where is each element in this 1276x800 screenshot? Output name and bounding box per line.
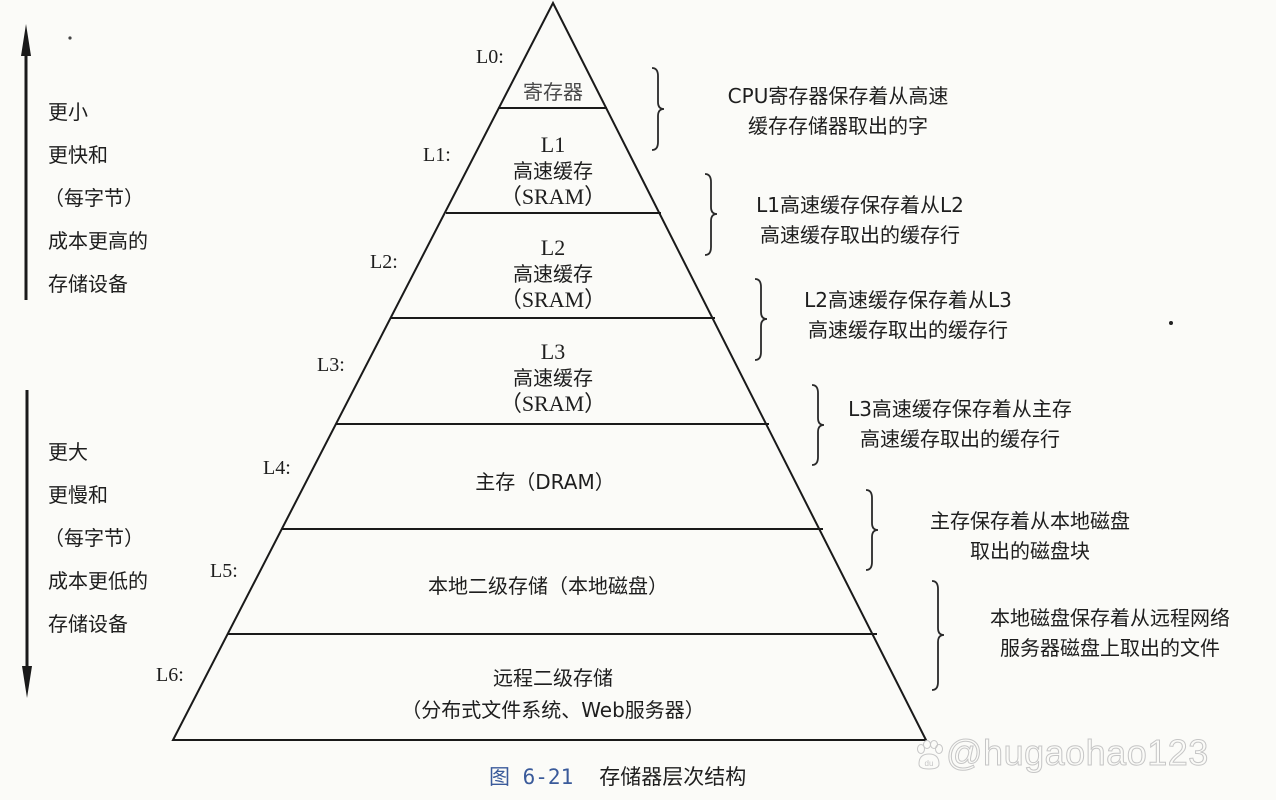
level-label-l3: L3: bbox=[317, 354, 345, 376]
band-line: （SRAM） bbox=[499, 184, 607, 209]
lower-side-line: 成本更低的 bbox=[48, 569, 148, 593]
band-l2-cache: L2 高速缓存 （SRAM） bbox=[500, 235, 606, 313]
band-l3-cache: L3 高速缓存 （SRAM） bbox=[500, 339, 606, 417]
desc-line: 高速缓存取出的缓存行 bbox=[759, 223, 960, 247]
desc-line: 服务器磁盘上取出的文件 bbox=[1000, 636, 1220, 660]
desc-line: 主存保存着从本地磁盘 bbox=[930, 509, 1130, 533]
level-label-l2: L2: bbox=[370, 251, 398, 273]
down-arrow-icon bbox=[22, 390, 32, 698]
desc-l5: 本地磁盘保存着从远程网络 服务器磁盘上取出的文件 bbox=[990, 603, 1230, 663]
band-l5-local-disk: 本地二级存储（本地磁盘） bbox=[428, 573, 668, 599]
band-line: 主存（DRAM） bbox=[475, 470, 615, 494]
up-arrow-icon bbox=[21, 24, 31, 300]
brace-icon bbox=[651, 67, 665, 151]
brace-icon bbox=[754, 278, 768, 361]
pyramid bbox=[171, 0, 928, 741]
brace-icon bbox=[811, 384, 825, 466]
upper-side-line: 存储设备 bbox=[48, 272, 128, 296]
desc-l0: CPU寄存器保存着从高速 缓存存储器取出的字 bbox=[728, 81, 949, 141]
upper-side-label: 更小 更快和 （每字节） 成本更高的 存储设备 bbox=[44, 91, 148, 306]
band-line: （SRAM） bbox=[499, 287, 607, 312]
lower-side-line: （每字节） bbox=[44, 526, 144, 550]
watermark-badge: du bbox=[925, 759, 934, 768]
level-label-l1: L1: bbox=[423, 144, 451, 166]
band-line: （分布式文件系统、Web服务器） bbox=[401, 698, 705, 722]
upper-side-line: 成本更高的 bbox=[48, 229, 148, 253]
desc-line: L2高速缓存保存着从L3 bbox=[804, 288, 1012, 312]
band-line: 高速缓存 bbox=[512, 366, 593, 390]
lower-side-label: 更大 更慢和 （每字节） 成本更低的 存储设备 bbox=[44, 431, 148, 646]
baidu-paw-icon: du bbox=[917, 740, 943, 770]
band-l6-remote-storage: 远程二级存储 （分布式文件系统、Web服务器） bbox=[401, 662, 705, 726]
level-label-l0: L0: bbox=[476, 46, 504, 68]
lower-side-line: 存储设备 bbox=[48, 612, 128, 636]
band-line: L2 bbox=[540, 235, 566, 260]
band-line: 高速缓存 bbox=[512, 159, 593, 183]
figure-number: 图 6-21 bbox=[489, 765, 574, 789]
band-line: （SRAM） bbox=[499, 391, 607, 416]
band-line: 高速缓存 bbox=[512, 262, 593, 286]
band-line: L1 bbox=[540, 132, 566, 157]
desc-l4: 主存保存着从本地磁盘 取出的磁盘块 bbox=[930, 506, 1130, 566]
band-line: 本地二级存储（本地磁盘） bbox=[428, 574, 668, 598]
braces bbox=[651, 67, 945, 691]
level-label-l5: L5: bbox=[210, 560, 238, 582]
watermark-text: @hugaohao123 bbox=[946, 732, 1209, 773]
level-label-l6: L6: bbox=[156, 664, 184, 686]
desc-l1: L1高速缓存保存着从L2 高速缓存取出的缓存行 bbox=[756, 190, 964, 250]
artifact-dot bbox=[68, 36, 72, 40]
band-l1-cache: L1 高速缓存 （SRAM） bbox=[500, 132, 606, 210]
lower-side-line: 更慢和 bbox=[48, 483, 108, 507]
band-line: L3 bbox=[540, 339, 566, 364]
desc-line: 缓存存储器取出的字 bbox=[747, 114, 928, 138]
desc-l2: L2高速缓存保存着从L3 高速缓存取出的缓存行 bbox=[804, 285, 1012, 345]
band-line: 远程二级存储 bbox=[492, 666, 613, 690]
brace-icon bbox=[704, 173, 718, 256]
desc-line: L1高速缓存保存着从L2 bbox=[756, 193, 964, 217]
brace-icon bbox=[865, 489, 879, 571]
band-l0-registers: 寄存器 bbox=[523, 79, 583, 105]
figure-caption: 图 6-21 存储器层次结构 bbox=[489, 767, 746, 788]
upper-side-line: 更小 bbox=[48, 100, 88, 124]
artifact-dot bbox=[1169, 321, 1173, 325]
level-label-l4: L4: bbox=[263, 457, 291, 479]
desc-l3: L3高速缓存保存着从主存 高速缓存取出的缓存行 bbox=[848, 394, 1072, 454]
desc-line: 本地磁盘保存着从远程网络 bbox=[990, 606, 1230, 630]
band-line: 寄存器 bbox=[523, 80, 583, 104]
band-l4-main-memory: 主存（DRAM） bbox=[475, 469, 614, 495]
upper-side-line: 更快和 bbox=[48, 143, 108, 167]
brace-icon bbox=[931, 580, 945, 691]
upper-side-line: （每字节） bbox=[44, 186, 144, 210]
lower-side-line: 更大 bbox=[48, 440, 88, 464]
desc-line: 高速缓存取出的缓存行 bbox=[860, 427, 1060, 451]
desc-line: 高速缓存取出的缓存行 bbox=[807, 318, 1008, 342]
pyramid-outline bbox=[171, 0, 928, 741]
desc-line: CPU寄存器保存着从高速 bbox=[727, 84, 949, 108]
desc-line: L3高速缓存保存着从主存 bbox=[848, 397, 1072, 421]
figure-title: 存储器层次结构 bbox=[599, 765, 747, 789]
desc-line: 取出的磁盘块 bbox=[970, 539, 1090, 563]
